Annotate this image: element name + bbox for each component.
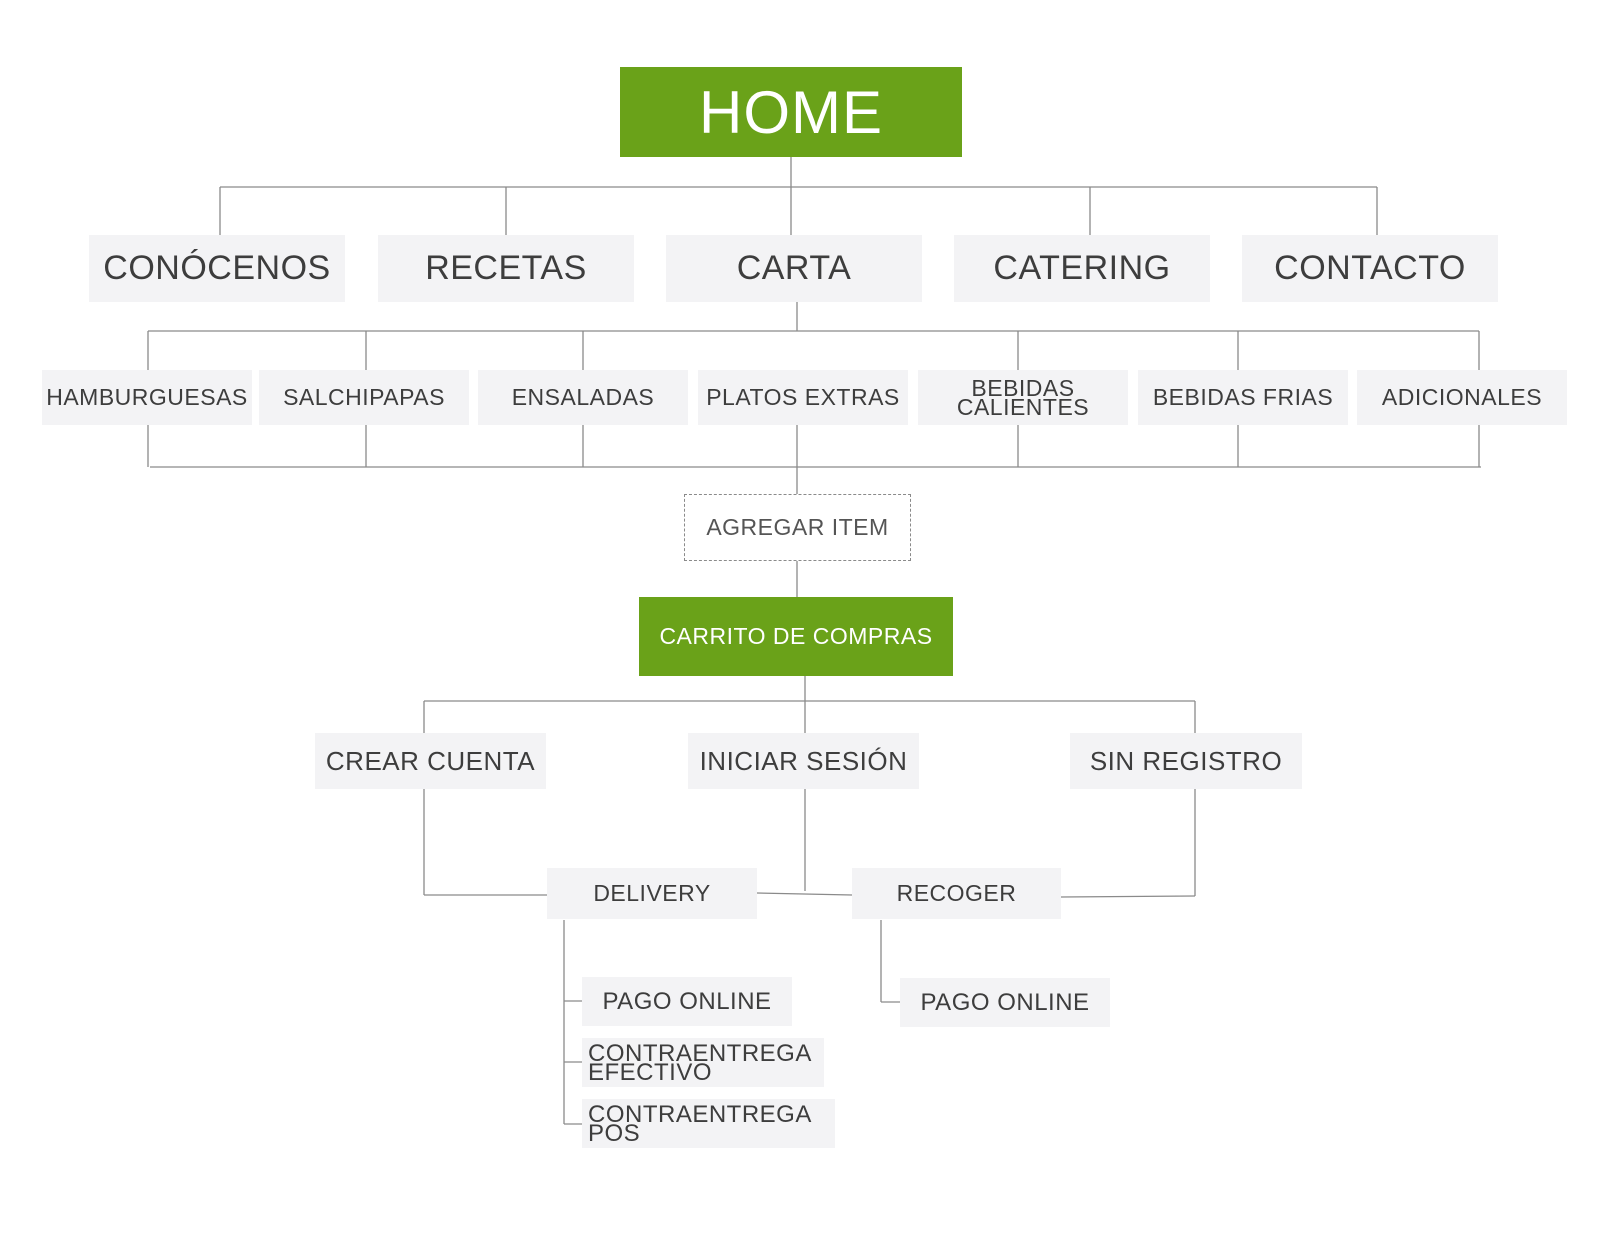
recoger-pago-online-node[interactable]: PAGO ONLINE: [900, 978, 1110, 1027]
sin-registro-node[interactable]: SIN REGISTRO: [1070, 733, 1302, 789]
nav-recetas[interactable]: RECETAS: [378, 235, 634, 302]
nav-conocenos[interactable]: CONÓCENOS: [89, 235, 345, 302]
contraentrega-pos-line-2: POS: [588, 1119, 641, 1147]
category-adicionales[interactable]: ADICIONALES: [1357, 370, 1567, 425]
iniciar-sesion-node[interactable]: INICIAR SESIÓN: [688, 733, 919, 789]
delivery-pago-online-node[interactable]: PAGO ONLINE: [582, 977, 792, 1026]
delivery-contraentrega-pos-node[interactable]: CONTRAENTREGA POS: [582, 1099, 835, 1148]
delivery-contraentrega-efectivo-node[interactable]: CONTRAENTREGA EFECTIVO: [582, 1038, 824, 1087]
nav-catering[interactable]: CATERING: [954, 235, 1210, 302]
category-platos-extras[interactable]: PLATOS EXTRAS: [698, 370, 908, 425]
agregar-item-node[interactable]: AGREGAR ITEM: [684, 494, 911, 561]
nav-contacto[interactable]: CONTACTO: [1242, 235, 1498, 302]
category-ensaladas[interactable]: ENSALADAS: [478, 370, 688, 425]
category-bebidas-calientes-line-2: CALIENTES: [956, 393, 1090, 420]
nav-carta[interactable]: CARTA: [666, 235, 922, 302]
carrito-de-compras-node[interactable]: CARRITO DE COMPRAS: [639, 597, 953, 676]
category-bebidas-calientes-line-1: BEBIDAS: [971, 374, 1075, 401]
recoger-node[interactable]: RECOGER: [852, 868, 1061, 919]
category-hamburguesas[interactable]: HAMBURGUESAS: [42, 370, 252, 425]
category-salchipapas[interactable]: SALCHIPAPAS: [259, 370, 469, 425]
delivery-node[interactable]: DELIVERY: [547, 868, 757, 919]
contraentrega-pos-line-1: CONTRAENTREGA: [588, 1100, 812, 1128]
category-bebidas-calientes[interactable]: BEBIDAS CALIENTES: [918, 370, 1128, 425]
contraentrega-efectivo-line-2: EFECTIVO: [588, 1058, 713, 1086]
contraentrega-efectivo-line-1: CONTRAENTREGA: [588, 1039, 812, 1067]
crear-cuenta-node[interactable]: CREAR CUENTA: [315, 733, 546, 789]
category-bebidas-frias[interactable]: BEBIDAS FRIAS: [1138, 370, 1348, 425]
home-node[interactable]: HOME: [620, 67, 962, 157]
